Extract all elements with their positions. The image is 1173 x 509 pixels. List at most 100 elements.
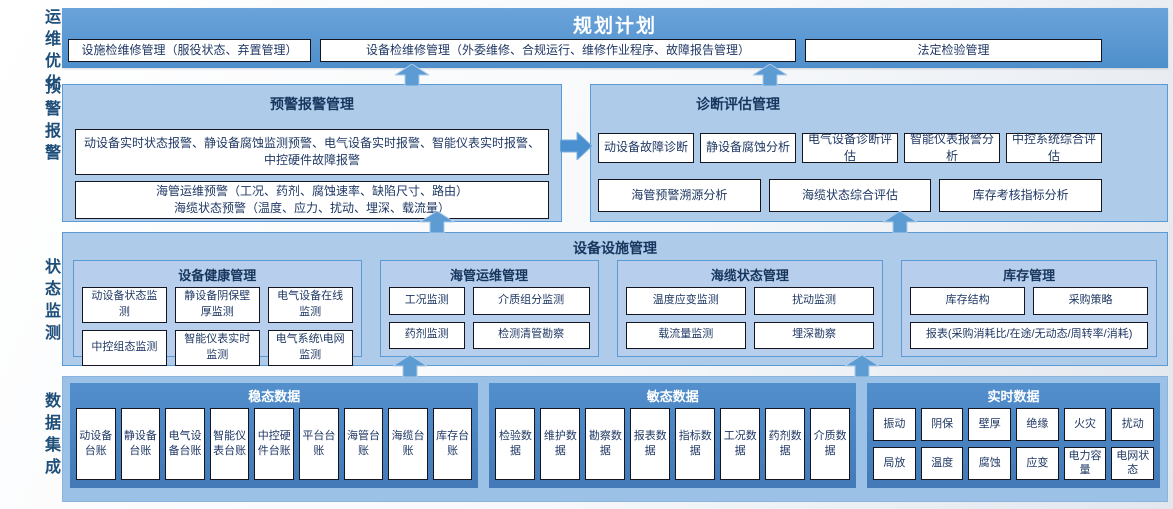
group-equipment-health-title: 设备健康管理: [178, 268, 257, 283]
data-integration-panel: 稳态数据 动设备台账 静设备台账 电气设备台账 智能仪表台账 中控硬件台账 平台…: [62, 376, 1168, 502]
flow-arrow-up-icon: [420, 211, 454, 233]
item-electrical-ledger: 电气设备台账: [165, 408, 205, 480]
item-report-data: 报表数据: [630, 408, 671, 480]
item-fire: 火灾: [1063, 408, 1107, 441]
item-static-ledger: 静设备台账: [120, 408, 161, 480]
planning-item-facility-maintenance: 设施检维修管理（服役状态、弃置管理）: [68, 39, 311, 62]
diagnosis-item-pipeline-trace: 海管预警溯源分析: [598, 179, 761, 212]
diagnosis-item-electrical: 电气设备诊断评估: [802, 132, 898, 163]
steady-data-items: 动设备台账 静设备台账 电气设备台账 智能仪表台账 中控硬件台账 平台台账 海管…: [76, 408, 473, 480]
item-electrical-grid-monitor: 电气系统\电网监测: [267, 329, 353, 366]
item-cathodic-protection: 阴保: [920, 408, 964, 441]
item-control-config-monitor: 中控组态监测: [82, 329, 167, 366]
item-electrical-online-monitor: 电气设备在线监测: [267, 287, 353, 323]
item-pigging-survey: 检测清管勘察: [472, 321, 590, 349]
warning-pipeline-cable-box: 海管运维预警（工况、药剂、腐蚀速率、缺陷尺寸、路由） 海缆状态预警（温度、应力、…: [75, 181, 549, 219]
item-pipeline-ledger: 海管台账: [343, 408, 384, 480]
facility-management-title: 设备设施管理: [573, 240, 657, 256]
item-survey-data: 勘察数据: [585, 408, 626, 480]
diagnosis-item-cable-evaluation: 海缆状态综合评估: [768, 179, 932, 212]
diagnosis-evaluation-panel: 诊断评估管理 动设备故障诊断 静设备腐蚀分析 电气设备诊断评估 智能仪表报警分析…: [590, 84, 1168, 222]
item-chemical-data: 药剂数据: [765, 408, 806, 480]
item-condition-data: 工况数据: [720, 408, 761, 480]
item-temp-strain-monitor: 温度应变监测: [625, 287, 746, 315]
group-equipment-health: 设备健康管理 动设备状态监测 静设备阴保壁厚监测 电气设备在线监测 中控组态监测…: [73, 260, 362, 366]
group-equipment-health-rows: 动设备状态监测 静设备阴保壁厚监测 电气设备在线监测 中控组态监测 智能仪表实时…: [82, 287, 353, 366]
realtime-data-rows: 振动 阴保 壁厚 绝缘 火灾 扰动 局放 温度 腐蚀 应变 电力容量 电网状态: [873, 408, 1155, 480]
group-cable-status: 海缆状态管理 温度应变监测 扰动监测 载流量监测 埋深勘察: [616, 260, 884, 357]
item-inspection-data: 检验数据: [495, 408, 536, 480]
item-inventory-structure: 库存结构: [910, 287, 1026, 315]
item-disturbance: 扰动: [1111, 408, 1155, 441]
data-integration-groups: 稳态数据 动设备台账 静设备台账 电气设备台账 智能仪表台账 中控硬件台账 平台…: [70, 383, 1160, 488]
item-vibration: 振动: [873, 408, 916, 441]
diagnosis-item-smart-instrument: 智能仪表报警分析: [904, 132, 1000, 163]
item-temperature: 温度: [920, 447, 964, 480]
diagnosis-evaluation-title: 诊断评估管理: [696, 96, 780, 112]
rail-label-operation-optimization: 运维优化: [42, 8, 59, 96]
item-working-condition-monitor: 工况监测: [388, 287, 465, 315]
group-pipeline-operation-title: 海管运维管理: [450, 268, 529, 283]
diagnosis-item-rotating-equipment: 动设备故障诊断: [598, 133, 694, 163]
diagnosis-item-static-corrosion: 静设备腐蚀分析: [700, 133, 796, 163]
item-inventory-ledger: 库存台账: [432, 408, 473, 480]
item-medium-composition-monitor: 介质组分监测: [472, 287, 590, 315]
group-realtime-data-title: 实时数据: [987, 389, 1040, 404]
group-inventory-title: 库存管理: [1003, 268, 1056, 283]
item-burial-depth-survey: 埋深勘察: [753, 321, 875, 349]
item-instrument-ledger: 智能仪表台账: [209, 408, 250, 480]
item-insulation: 绝缘: [1016, 408, 1059, 441]
pipeline-alert-line: 海管运维预警（工况、药剂、腐蚀速率、缺陷尺寸、路由）: [155, 183, 468, 198]
group-cable-status-rows: 温度应变监测 扰动监测 载流量监测 埋深勘察: [625, 287, 875, 349]
rail-label-data-integration: 数据集成: [42, 392, 59, 480]
item-inventory-report: 报表(采购消耗比/在途/无动态/周转率/消耗): [910, 321, 1148, 349]
flow-arrow-right-icon: [560, 132, 592, 160]
item-static-cp-wall-monitor: 静设备阴保壁厚监测: [174, 287, 260, 323]
diagnosis-row-1: 动设备故障诊断 静设备腐蚀分析 电气设备诊断评估 智能仪表报警分析 中控系统综合…: [598, 132, 1102, 163]
planning-item-statutory-inspection: 法定检验管理: [805, 39, 1102, 62]
item-rotating-status-monitor: 动设备状态监测: [82, 287, 167, 323]
item-wall-thickness: 壁厚: [968, 408, 1012, 441]
item-indicator-data: 指标数据: [675, 408, 716, 480]
group-inventory: 库存管理 库存结构 采购策略 报表(采购消耗比/在途/无动态/周转率/消耗): [901, 260, 1157, 357]
item-cable-ledger: 海缆台账: [388, 408, 428, 480]
item-corrosion: 腐蚀: [968, 447, 1012, 480]
warning-realtime-alarms-box: 动设备实时状态报警、静设备腐蚀监测预警、电气设备实时报警、智能仪表实时报警、中控…: [75, 129, 549, 175]
planning-band-title: 规划计划: [572, 16, 657, 37]
item-ampacity-monitor: 载流量监测: [625, 321, 746, 349]
warning-alarm-title: 预警报警管理: [270, 96, 354, 112]
item-medium-data: 介质数据: [810, 408, 851, 480]
item-platform-ledger: 平台台账: [299, 408, 339, 480]
agile-data-items: 检验数据 维护数据 勘察数据 报表数据 指标数据 工况数据 药剂数据 介质数据: [495, 408, 851, 480]
group-pipeline-operation: 海管运维管理 工况监测 介质组分监测 药剂监测 检测清管勘察: [379, 260, 599, 357]
item-maintenance-data: 维护数据: [540, 408, 581, 480]
item-disturbance-monitor: 扰动监测: [753, 287, 875, 315]
cable-alert-line: 海缆状态预警（温度、应力、扰动、埋深、载流量）: [173, 201, 450, 215]
item-chemical-monitor: 药剂监测: [388, 321, 465, 349]
item-grid-status: 电网状态: [1111, 447, 1155, 480]
diagnosis-row-2: 海管预警溯源分析 海缆状态综合评估 库存考核指标分析: [598, 179, 1103, 212]
planning-items-row: 设施检维修管理（服役状态、弃置管理） 设备检维修管理（外委维修、合规运行、维修作…: [68, 39, 1102, 62]
rail-label-status-monitoring: 状态监测: [42, 258, 59, 346]
group-cable-status-title: 海缆状态管理: [710, 268, 789, 283]
group-agile-data: 敏态数据 检验数据 维护数据 勘察数据 报表数据 指标数据 工况数据 药剂数据 …: [489, 383, 857, 488]
planning-band: 规划计划 设施检维修管理（服役状态、弃置管理） 设备检维修管理（外委维修、合规运…: [62, 8, 1168, 68]
item-instrument-realtime-monitor: 智能仪表实时监测: [174, 329, 260, 366]
planning-item-equipment-maintenance: 设备检维修管理（外委维修、合规运行、维修作业程序、故障报告管理）: [320, 39, 796, 62]
group-steady-data-title: 稳态数据: [248, 389, 301, 404]
item-control-hw-ledger: 中控硬件台账: [254, 408, 295, 480]
facility-groups-row: 设备健康管理 动设备状态监测 静设备阴保壁厚监测 电气设备在线监测 中控组态监测…: [73, 260, 1157, 366]
item-strain: 应变: [1016, 447, 1059, 480]
group-realtime-data: 实时数据 振动 阴保 壁厚 绝缘 火灾 扰动 局放 温度 腐蚀 应变: [867, 383, 1160, 488]
flow-arrow-up-icon: [395, 64, 429, 86]
warning-alarm-panel: 预警报警管理 动设备实时状态报警、静设备腐蚀监测预警、电气设备实时报警、智能仪表…: [62, 84, 562, 222]
flow-arrow-up-icon: [393, 355, 427, 377]
flow-arrow-up-icon: [883, 211, 917, 233]
diagnosis-item-control-system: 中控系统综合评估: [1006, 132, 1102, 163]
facility-management-panel: 设备设施管理 设备健康管理 动设备状态监测 静设备阴保壁厚监测 电气设备在线监测…: [62, 232, 1168, 366]
group-steady-data: 稳态数据 动设备台账 静设备台账 电气设备台账 智能仪表台账 中控硬件台账 平台…: [70, 383, 479, 488]
diagnosis-item-inventory-kpi: 库存考核指标分析: [939, 179, 1103, 212]
item-partial-discharge: 局放: [873, 447, 916, 480]
item-rotating-ledger: 动设备台账: [76, 408, 116, 480]
